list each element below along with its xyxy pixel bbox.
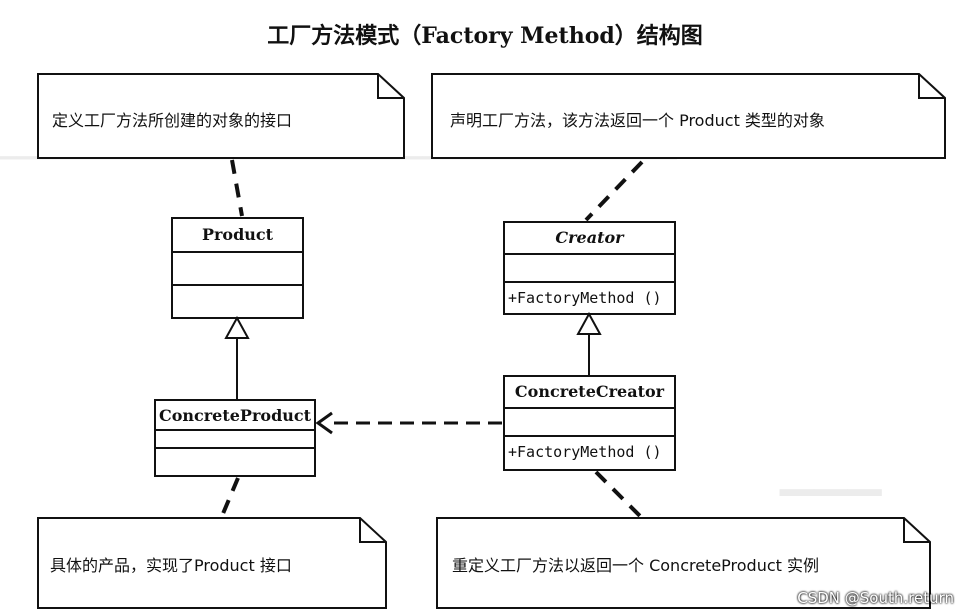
note-concrete-creator-fold: [903, 518, 930, 543]
watermark: CSDN @South.return: [797, 589, 954, 607]
note-concrete-creator-shape: [436, 517, 931, 609]
note-concrete-product-fold: [359, 518, 386, 543]
note-creator-shape: [431, 73, 946, 159]
class-product-box: [171, 217, 304, 319]
diagram-title: 工厂方法模式（Factory Method）结构图: [267, 23, 703, 49]
class-concrete-product-name: ConcreteProduct: [158, 406, 312, 425]
note-creator-fold: [918, 74, 945, 99]
note-concrete-creator-text: 重定义工厂方法以返回一个 ConcreteProduct 实例: [452, 556, 820, 575]
note-anchor-product: [230, 159, 244, 217]
class-creator-name: Creator: [555, 228, 624, 247]
note-anchor-creator: [584, 160, 644, 222]
class-creator-box: [503, 221, 676, 315]
class-concrete-product-box: [154, 399, 316, 477]
note-product-shape: [37, 73, 405, 159]
class-creator-operation: +FactoryMethod (): [508, 289, 662, 307]
inheritance-arrow-product: [224, 315, 250, 339]
background-ghost-heading: ▁▁▁: [780, 445, 882, 496]
inheritance-arrow-creator: [576, 311, 602, 335]
class-product-name: Product: [201, 225, 274, 244]
note-creator-text: 声明工厂方法，该方法返回一个 Product 类型的对象: [450, 111, 825, 130]
class-concrete-creator-operation: +FactoryMethod (): [508, 443, 662, 461]
note-concrete-product-text: 具体的产品，实现了Product 接口: [50, 556, 292, 575]
note-product-text: 定义工厂方法所创建的对象的接口: [52, 111, 293, 130]
note-product-fold: [377, 74, 404, 99]
note-anchor-concrete-product: [220, 477, 240, 517]
note-anchor-concrete-creator: [594, 470, 642, 518]
class-concrete-creator-box: [503, 375, 676, 471]
dependency-arrowhead: [315, 411, 333, 435]
note-concrete-product-shape: [37, 517, 387, 609]
class-concrete-creator-name: ConcreteCreator: [514, 382, 665, 401]
